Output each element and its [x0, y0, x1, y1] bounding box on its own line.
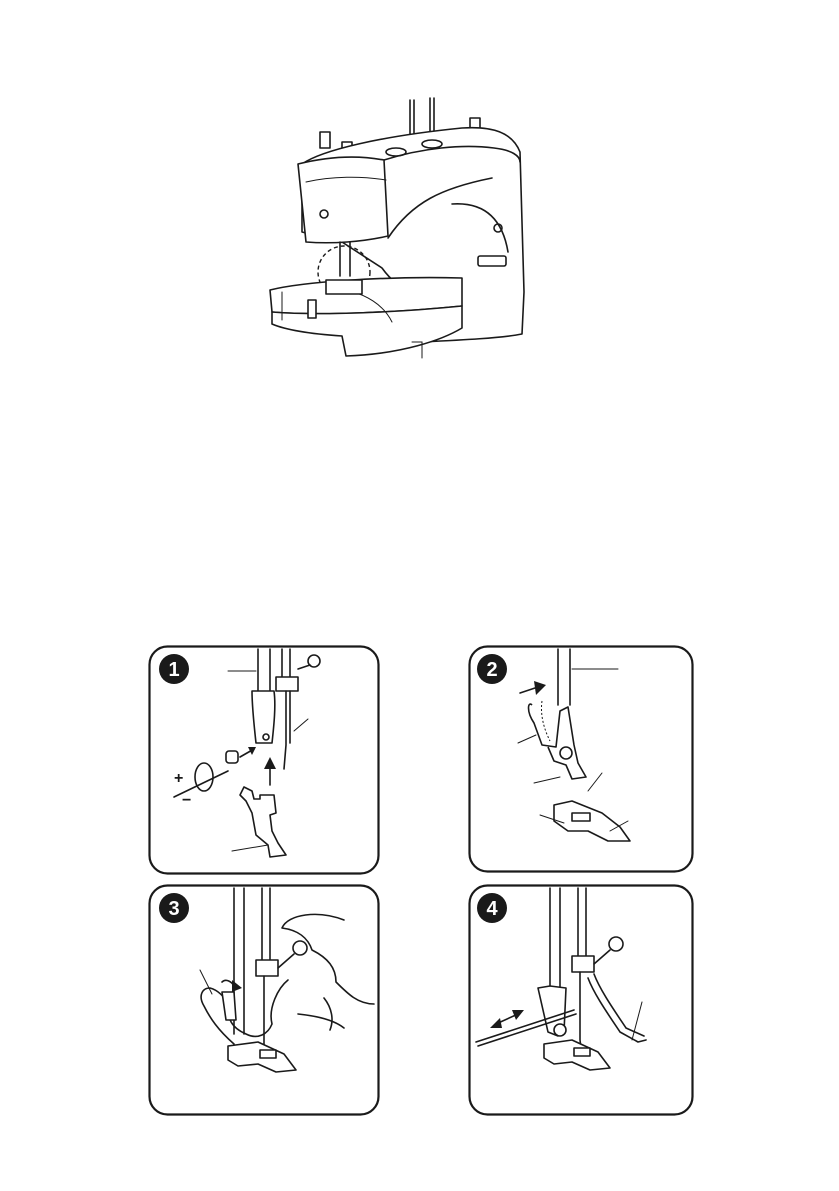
step-number-badge: 1: [159, 654, 189, 684]
step-number: 2: [486, 659, 497, 681]
plus-sign: +: [174, 770, 183, 787]
step-1-panel: 1 + −: [148, 645, 380, 875]
step-4-panel: 4: [468, 884, 694, 1116]
minus-sign: −: [182, 792, 191, 809]
step-number-badge: 3: [159, 893, 189, 923]
step-number: 3: [168, 898, 179, 920]
step-number: 1: [168, 659, 179, 681]
step-number-badge: 4: [477, 893, 507, 923]
step-number: 4: [486, 898, 498, 920]
step-number-badge: 2: [477, 654, 507, 684]
step-3-panel: 3: [148, 884, 380, 1116]
sewing-machine-illustration: [262, 92, 548, 364]
step-2-panel: 2: [468, 645, 694, 873]
